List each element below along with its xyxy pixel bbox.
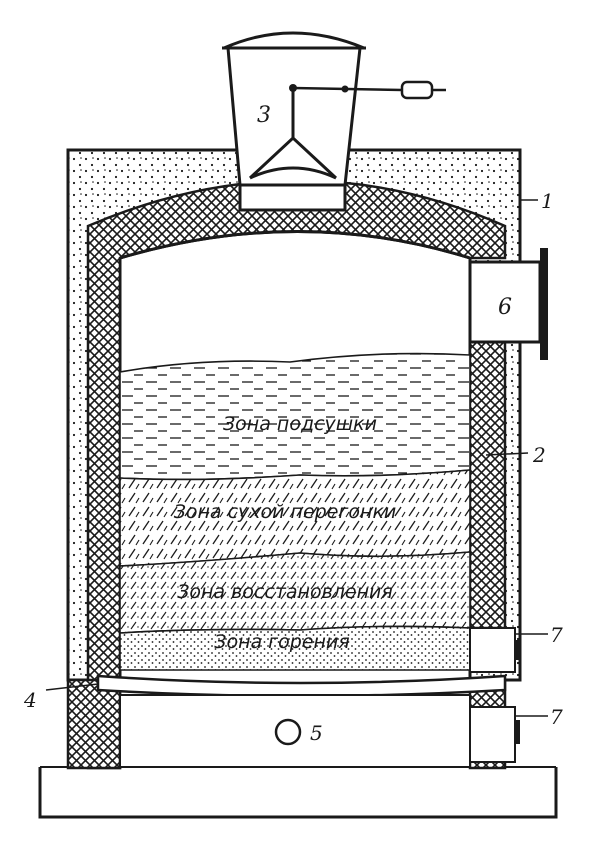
leader-4 xyxy=(45,683,99,691)
door-lower-hinge xyxy=(514,720,520,744)
zone-label-dry-distillation: Зона сухой перегонки xyxy=(174,501,397,523)
lever-joint xyxy=(341,85,349,93)
callout-4: 4 xyxy=(23,688,37,712)
hopper-lid xyxy=(223,31,365,50)
chamber-dome xyxy=(119,230,471,260)
callout-3: 3 xyxy=(257,103,271,128)
door-upper xyxy=(469,627,516,673)
callout-6: 6 xyxy=(498,295,512,320)
zone-combustion xyxy=(119,625,471,671)
valve-pivot xyxy=(289,84,297,92)
callout-2: 2 xyxy=(532,443,546,467)
air-inlet xyxy=(274,718,302,746)
zone-label-combustion: Зона горения xyxy=(214,631,349,653)
hopper-valve xyxy=(248,88,338,180)
grate xyxy=(96,674,507,698)
counterweight xyxy=(400,80,434,100)
base-plate xyxy=(38,767,558,819)
door-lower xyxy=(469,706,516,763)
callout-1: 1 xyxy=(541,189,554,213)
zone-label-reduction: Зона восстановления xyxy=(177,581,393,603)
callout-7b: 7 xyxy=(550,705,563,729)
leader-2 xyxy=(485,452,529,456)
lining-left-lower xyxy=(66,678,122,770)
zone-label-drying: Зона подсушки xyxy=(223,413,377,435)
callout-7a: 7 xyxy=(550,623,563,647)
gas-outlet-flange xyxy=(540,248,548,360)
lining-right-wall xyxy=(468,338,507,630)
door-upper-hinge xyxy=(514,640,520,660)
callout-5: 5 xyxy=(310,721,323,745)
